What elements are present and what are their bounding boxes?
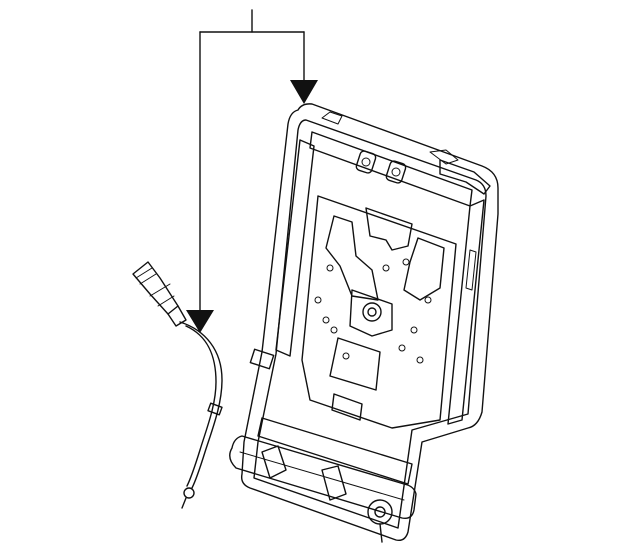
frame-left-rail bbox=[275, 139, 315, 357]
frame-right-rail bbox=[447, 199, 485, 425]
callout-leader bbox=[186, 9, 318, 333]
panel-lower-pocket bbox=[329, 337, 381, 391]
panel-lower-slot bbox=[331, 393, 363, 421]
hinge-bracket-center bbox=[321, 465, 347, 501]
seat-back-frame bbox=[229, 103, 499, 543]
arrow-to-frame bbox=[290, 80, 318, 104]
frame-inner-edge bbox=[253, 119, 487, 529]
headrest-guide-right bbox=[385, 160, 407, 184]
panel-top-cutout bbox=[365, 207, 413, 251]
arrow-to-harness bbox=[186, 310, 214, 333]
harness-terminal bbox=[183, 487, 195, 499]
harness-cable bbox=[179, 321, 223, 489]
harness-connector bbox=[132, 261, 179, 315]
wire-harness bbox=[132, 261, 223, 509]
lower-cross-member bbox=[257, 417, 413, 485]
center-hub-hole bbox=[362, 302, 382, 322]
bottom-hinge-tube bbox=[229, 435, 417, 520]
frame-corner-top-right bbox=[439, 159, 491, 195]
harness-clip bbox=[207, 402, 223, 416]
panel-left-rib bbox=[325, 215, 379, 301]
frame-top-rail bbox=[309, 131, 473, 207]
frame-outline bbox=[240, 103, 499, 542]
hinge-bracket-left bbox=[261, 445, 287, 479]
side-bracket-left bbox=[249, 348, 275, 370]
headrest-guide-left bbox=[355, 150, 377, 174]
right-rail-slot bbox=[465, 249, 477, 291]
panel-center-hub bbox=[349, 289, 393, 337]
back-panel bbox=[301, 195, 457, 429]
panel-right-rib bbox=[403, 237, 445, 301]
